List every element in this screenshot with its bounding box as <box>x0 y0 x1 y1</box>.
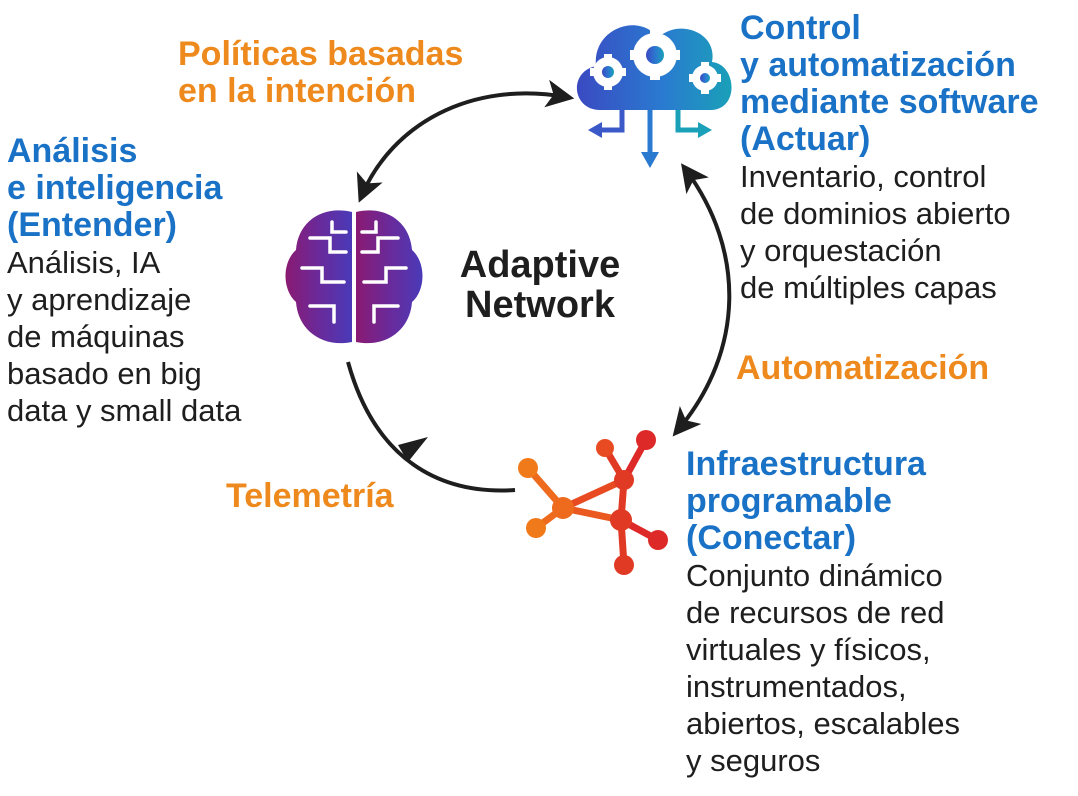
network-nodes-icon <box>518 430 668 575</box>
policies-label: Políticas basadas en la intención <box>178 36 463 110</box>
policies-line-1: Políticas basadas <box>178 35 464 73</box>
center-line-2: Network <box>465 284 615 326</box>
telemetry-label: Telemetría <box>226 477 394 515</box>
cloud-gears-icon <box>576 25 732 168</box>
control-node: Control y automatización mediante softwa… <box>740 10 1039 306</box>
infra-title: Infraestructura programable (Conectar) <box>686 445 926 557</box>
policies-line-2: en la intención <box>178 72 417 110</box>
arrow-automation <box>672 163 732 437</box>
center-line-1: Adaptive <box>459 244 621 286</box>
arrowhead-telemetry <box>398 437 428 462</box>
brain-icon <box>285 210 423 344</box>
analysis-description: Análisis, IA y aprendizaje de máquinas b… <box>7 245 242 428</box>
analysis-node: Análisis e inteligencia (Entender) Análi… <box>7 133 241 429</box>
center-label: Adaptive Network <box>440 245 640 325</box>
control-title: Control y automatización mediante softwa… <box>740 9 1039 158</box>
arrow-to-analysis <box>356 79 575 203</box>
control-description: Inventario, control de dominios abierto … <box>740 159 1011 305</box>
infra-node: Infraestructura programable (Conectar) C… <box>686 446 960 779</box>
arrow-telemetry <box>346 361 516 493</box>
automation-label: Automatización <box>736 349 990 387</box>
infra-description: Conjunto dinámico de recursos de red vir… <box>686 558 960 778</box>
analysis-title: Análisis e inteligencia (Entender) <box>7 132 223 244</box>
